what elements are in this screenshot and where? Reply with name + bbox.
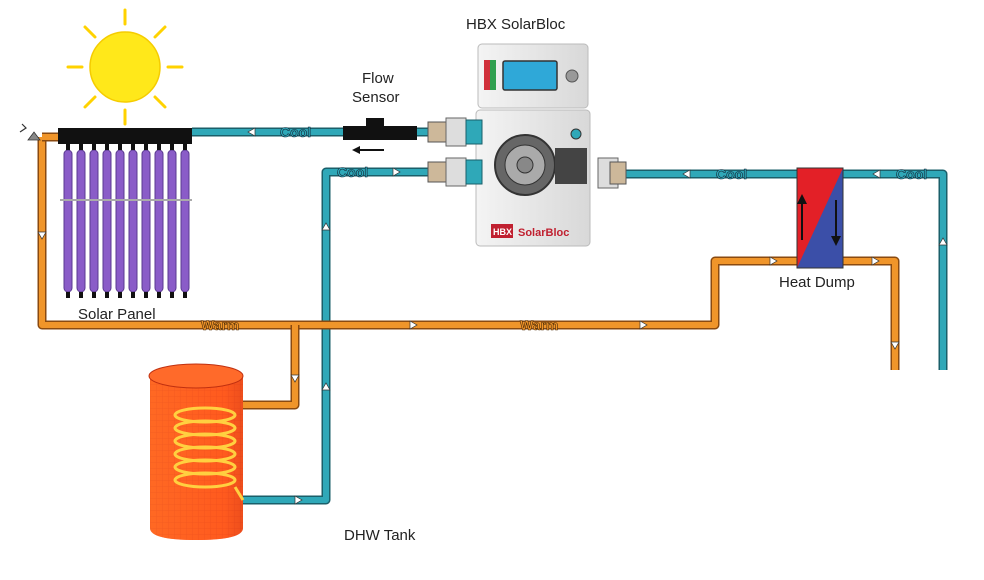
dhw-tank: DHW Tank xyxy=(148,363,416,544)
controller-screen xyxy=(502,60,558,91)
pipe-labels: Cool Cool Cool Cool Warm Warm xyxy=(201,124,928,334)
flow-sensor: Flow Sensor xyxy=(343,70,417,154)
cool-label-heat-dump: Cool xyxy=(716,166,747,182)
pump-button xyxy=(484,60,490,90)
cool-label-right: Cool xyxy=(896,166,927,182)
warm-label-left: Warm xyxy=(201,317,239,333)
hbx-solarbloc: HBX SolarBloc HBX SolarBloc xyxy=(427,16,627,247)
cool-label-top: Cool xyxy=(280,124,311,140)
flow-sensor-label-line2: Sensor xyxy=(352,89,400,106)
brand-name: SolarBloc xyxy=(518,227,569,239)
tank-coil xyxy=(173,406,245,501)
heat-dump-label: Heat Dump xyxy=(779,274,855,291)
flow-sensor-label-line1: Flow xyxy=(362,70,394,87)
pump-button-2 xyxy=(490,60,496,90)
solar-tubes xyxy=(60,144,192,298)
cool-label-pump-inlet: Cool xyxy=(337,164,368,180)
brand-logo-text: HBX xyxy=(493,227,512,237)
pressure-relief-icon xyxy=(19,123,41,141)
heat-dump: Heat Dump xyxy=(779,167,855,291)
warm-label-right: Warm xyxy=(520,317,558,333)
dhw-tank-label: DHW Tank xyxy=(344,527,416,544)
brand-logo-icon xyxy=(491,224,513,238)
solar-panel: Solar Panel xyxy=(58,128,192,323)
hbx-title: HBX SolarBloc xyxy=(466,16,566,33)
warm-pipes xyxy=(37,132,900,410)
solar-panel-label: Solar Panel xyxy=(78,306,156,323)
sun-icon xyxy=(66,8,184,126)
